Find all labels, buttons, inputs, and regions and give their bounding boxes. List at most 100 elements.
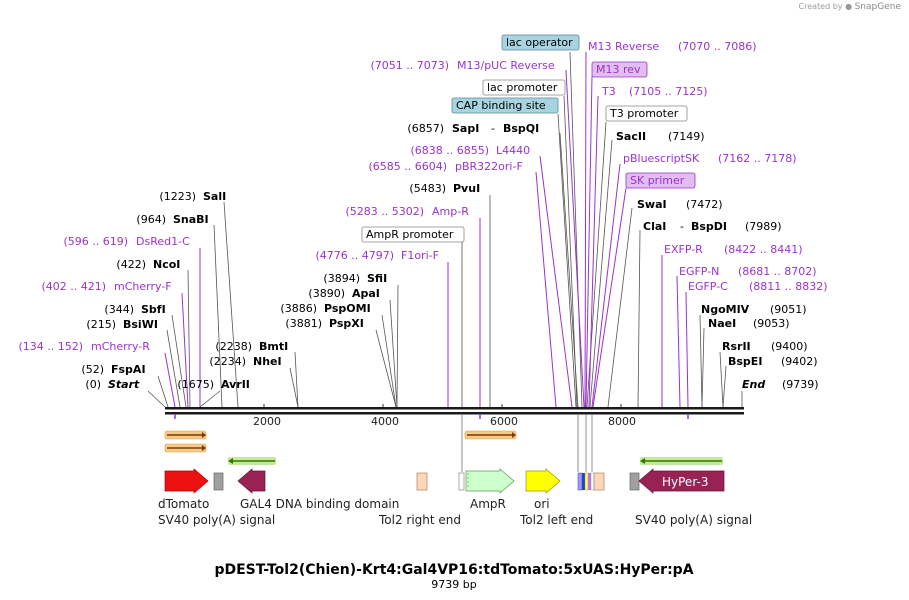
leader-nhei	[289, 367, 299, 408]
enzyme-naei[interactable]: NaeI	[708, 317, 736, 330]
enzyme-ngomiv[interactable]: NgoMIV	[701, 303, 750, 316]
axis-tick-label: 2000	[253, 415, 281, 428]
feature-hyper3-arrow[interactable]	[638, 468, 725, 494]
enzyme-bspei[interactable]: BspEI	[728, 355, 762, 368]
feature-dtomato-arrow[interactable]	[164, 468, 209, 494]
enzyme-nhei[interactable]: NheI	[253, 355, 282, 368]
pos-rsrii: (9400)	[771, 340, 808, 353]
pos-m13-reverse: (7070 .. 7086)	[678, 40, 757, 53]
leader-fspai	[157, 375, 169, 408]
mid-labels: (5483) PvuI (5283 .. 5302) Amp-R AmpR pr…	[280, 182, 480, 330]
enzyme-fspai[interactable]: FspAI	[111, 363, 146, 376]
enzyme-pspomi[interactable]: PspOMI	[324, 302, 371, 315]
enzyme-sacii[interactable]: SacII	[616, 130, 646, 143]
feature-lac-operator[interactable]: lac operator	[506, 36, 573, 49]
pos-bsiwi: (215)	[86, 318, 116, 331]
pos-apai: (3890)	[308, 287, 345, 300]
plasmid-title: pDEST-Tol2(Chien)-Krt4:Gal4VP16:tdTomato…	[214, 562, 693, 578]
enzyme-sfii[interactable]: SfiI	[367, 272, 387, 285]
primer-sk-primer[interactable]: SK primer	[630, 174, 685, 187]
feature-box-t3-promoter	[605, 105, 688, 122]
leader-bmti	[294, 351, 299, 408]
feature-t3-promoter[interactable]: T3 promoter	[609, 107, 679, 120]
enzyme-apai[interactable]: ApaI	[352, 287, 380, 300]
pos-mcherry-f: (402 .. 421)	[41, 280, 106, 293]
feature-labels: dTomato SV40 poly(A) signal GAL4 DNA bin…	[158, 497, 752, 527]
leader-lac-promoter	[563, 95, 578, 408]
leader-ncoi	[187, 269, 191, 408]
pos-sapi: (6857)	[407, 122, 444, 135]
feature-box-lac-operator	[501, 34, 580, 51]
feature-sv40-polya-1[interactable]	[213, 472, 224, 491]
pos-bmti: (2238)	[215, 340, 252, 353]
primer-t3[interactable]: T3	[601, 85, 616, 98]
green-arrow-head-icon	[640, 458, 645, 464]
pos-m13puc: (7051 .. 7073)	[370, 59, 449, 72]
leader-pspomi	[381, 314, 397, 408]
enzyme-sapi[interactable]: SapI	[452, 122, 479, 135]
primer-mcherry-r[interactable]: mCherry-R	[91, 340, 150, 353]
enzyme-sali[interactable]: SalI	[203, 190, 226, 203]
enzyme-ncoi[interactable]: NcoI	[153, 258, 180, 271]
primer-dsred1-c[interactable]: DsRed1-C	[136, 235, 190, 248]
feature-cluster-bar	[584, 472, 589, 491]
pos-nhei: (2234)	[209, 355, 246, 368]
left-labels: (1223) SalI (964) SnaBI (596 .. 619) DsR…	[18, 190, 288, 391]
enzyme-bspdi[interactable]: BspDI	[691, 220, 727, 233]
feature-ampr-arrow[interactable]	[465, 468, 515, 494]
pos-snabi: (964)	[136, 213, 166, 226]
feature-tol2-right[interactable]	[416, 472, 428, 491]
label-ampr: AmpR	[470, 497, 506, 511]
primer-mcherry-f[interactable]: mCherry-F	[114, 280, 172, 293]
leader-mcherry-f	[181, 292, 189, 408]
leader-pbr322	[535, 171, 557, 408]
enzyme-bsiwi[interactable]: BsiWI	[123, 318, 158, 331]
pos-f1ori-f: (4776 .. 4797)	[315, 249, 394, 262]
backbone-line-top	[165, 407, 744, 410]
enzyme-bmti[interactable]: BmtI	[259, 340, 288, 353]
primer-m13-reverse[interactable]: M13 Reverse	[588, 40, 659, 53]
feature-tol2-left[interactable]	[593, 472, 605, 491]
primer-pbr322[interactable]: pBR322ori-F	[455, 160, 523, 173]
feature-sv40-polya-2[interactable]	[629, 472, 640, 491]
primer-l4440[interactable]: L4440	[496, 144, 530, 157]
leader-egfp-n	[676, 275, 681, 408]
orf-arrow-head-icon	[202, 432, 206, 438]
primer-exfp-r[interactable]: EXFP-R	[664, 243, 703, 256]
leader-bsiwi	[166, 329, 181, 408]
label-tol2-right: Tol2 right end	[378, 513, 461, 527]
leader-m13puc	[565, 69, 585, 408]
feature-cluster-bar	[582, 473, 585, 490]
enzyme-snabi[interactable]: SnaBI	[173, 213, 209, 226]
enzyme-pspxi[interactable]: PspXI	[329, 317, 364, 330]
enzyme-avrii[interactable]: AvrII	[221, 378, 250, 391]
primer-egfp-c[interactable]: EGFP-C	[688, 280, 728, 293]
feature-ori-arrow[interactable]	[525, 468, 561, 494]
primer-f1ori-f[interactable]: F1ori-F	[401, 249, 439, 262]
pos-ncoi: (422)	[116, 258, 146, 271]
enzyme-bspqi[interactable]: BspQI	[503, 122, 539, 135]
enzyme-rsrii[interactable]: RsrII	[722, 340, 751, 353]
pos-start: (0)	[85, 378, 101, 391]
backbone	[165, 407, 744, 415]
feature-box-cap-site	[451, 97, 559, 114]
enzyme-pvui[interactable]: PvuI	[453, 182, 480, 195]
enzyme-sbfi[interactable]: SbfI	[141, 303, 166, 316]
axis-ticks	[263, 404, 622, 407]
enzyme-clai[interactable]: ClaI	[643, 220, 666, 233]
primer-m13puc[interactable]: M13/pUC Reverse	[457, 59, 555, 72]
primer-amp-r[interactable]: Amp-R	[432, 205, 469, 218]
feature-cap-site[interactable]: CAP binding site	[456, 99, 546, 112]
leader-bspei	[722, 365, 727, 408]
enzyme-swai[interactable]: SwaI	[637, 198, 667, 211]
primer-pbluescriptsk[interactable]: pBluescriptSK	[623, 152, 700, 165]
primer-egfp-n[interactable]: EGFP-N	[679, 265, 719, 278]
credit-brand: SnapGene	[854, 2, 901, 12]
primer-m13-rev[interactable]: M13 rev	[596, 63, 641, 76]
pos-mcherry-r: (134 .. 152)	[18, 340, 83, 353]
feature-lac-promoter[interactable]: lac promoter	[487, 81, 558, 94]
orf-arrow-head-icon	[512, 432, 516, 438]
feature-gal4-dbd-arrow[interactable]	[237, 468, 266, 494]
feature-ampr-promoter[interactable]: AmpR promoter	[366, 228, 454, 241]
